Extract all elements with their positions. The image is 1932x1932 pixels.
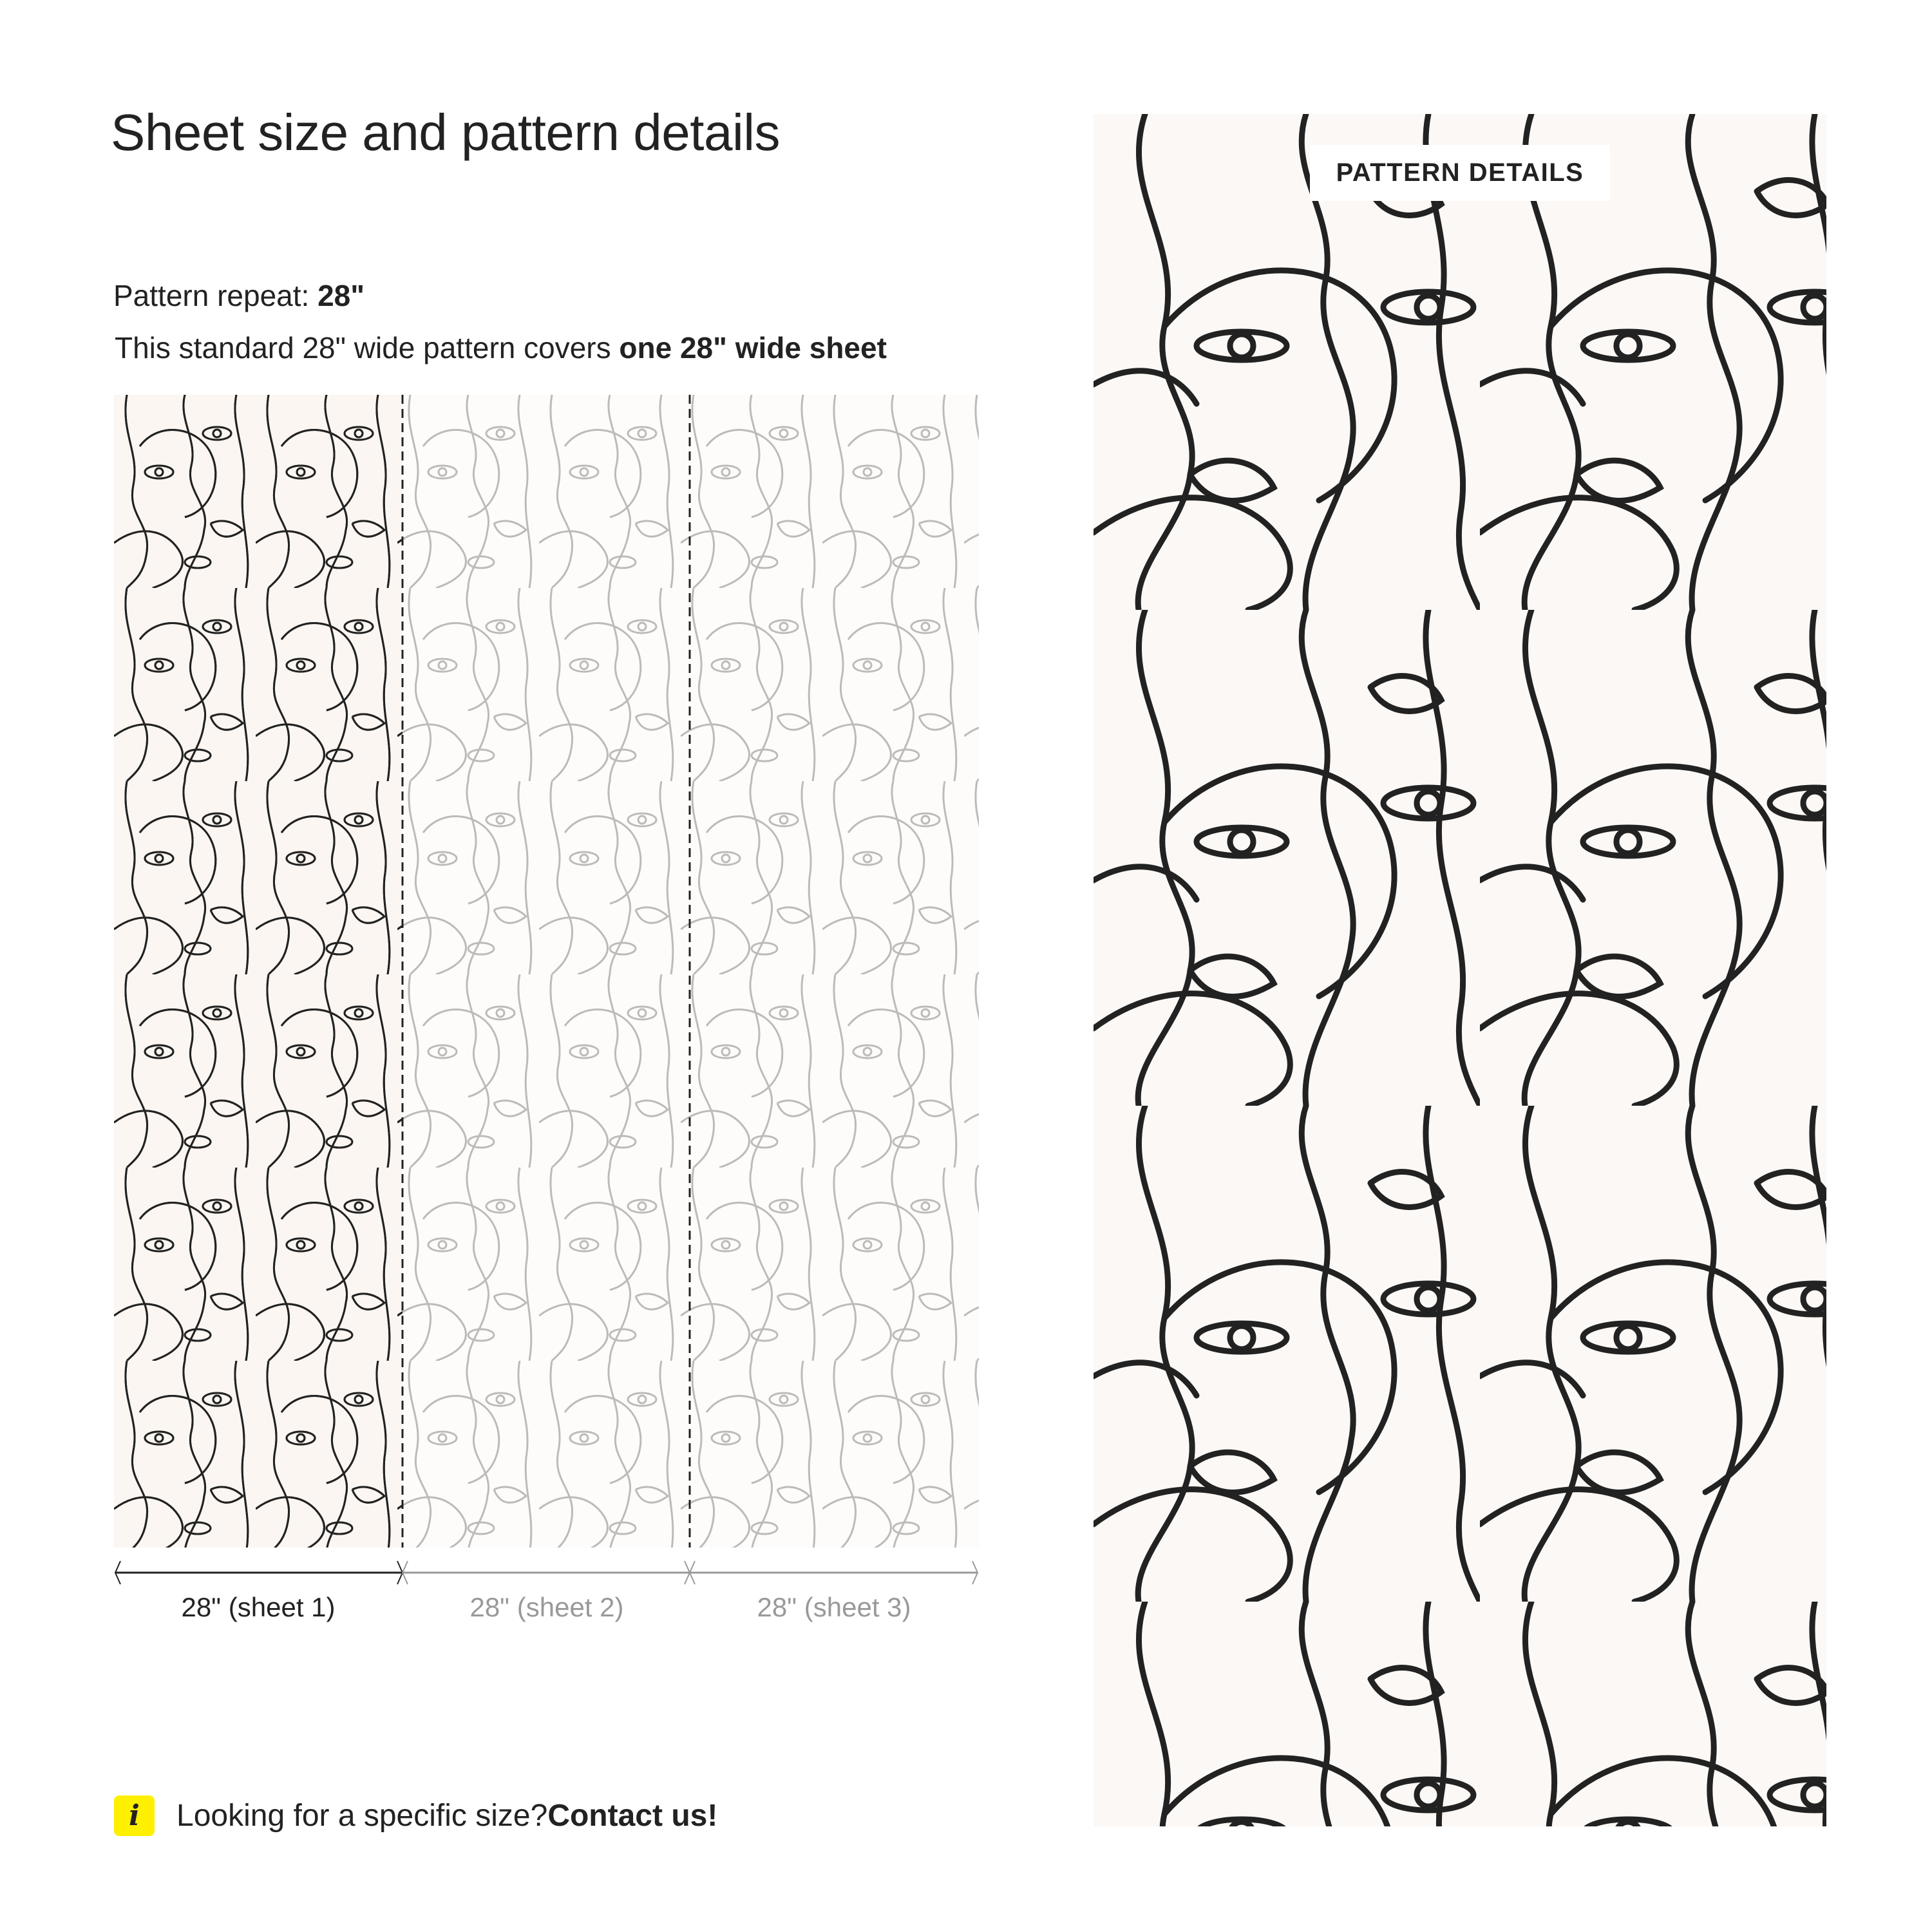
page-title: Sheet size and pattern details	[111, 104, 781, 161]
pattern-repeat-value: 28"	[317, 279, 365, 312]
sheet-2-label: 28" (sheet 2)	[469, 1592, 624, 1622]
info-icon: i	[114, 1795, 155, 1836]
sheet-2-3-arrowheads	[401, 1560, 979, 1585]
contact-us-link[interactable]: Contact us!	[547, 1798, 718, 1833]
sheet-1-label: 28" (sheet 1)	[181, 1592, 336, 1622]
coverage-text: This standard 28" wide pattern covers on…	[115, 330, 887, 365]
pattern-detail-view	[1094, 114, 1826, 1826]
pattern-details-badge: PATTERN DETAILS	[1310, 145, 1610, 201]
sheet-3-label: 28" (sheet 3)	[757, 1592, 911, 1622]
coverage-bold: one 28" wide sheet	[619, 331, 887, 365]
sheet-dimension-arrows	[114, 1560, 979, 1585]
sheet-1-pattern-lines	[114, 395, 402, 1548]
sheet-preview	[114, 395, 979, 1548]
coverage-label: This standard 28" wide pattern covers	[115, 331, 620, 365]
info-text: Looking for a specific size?	[176, 1798, 548, 1833]
pattern-detail-faces	[1094, 114, 1826, 1826]
info-banner: i Looking for a specific size? Contact u…	[114, 1794, 717, 1837]
pattern-repeat-label: Pattern repeat:	[113, 279, 318, 312]
pattern-detail-image	[1094, 114, 1826, 1826]
pattern-repeat: Pattern repeat: 28"	[113, 278, 365, 313]
